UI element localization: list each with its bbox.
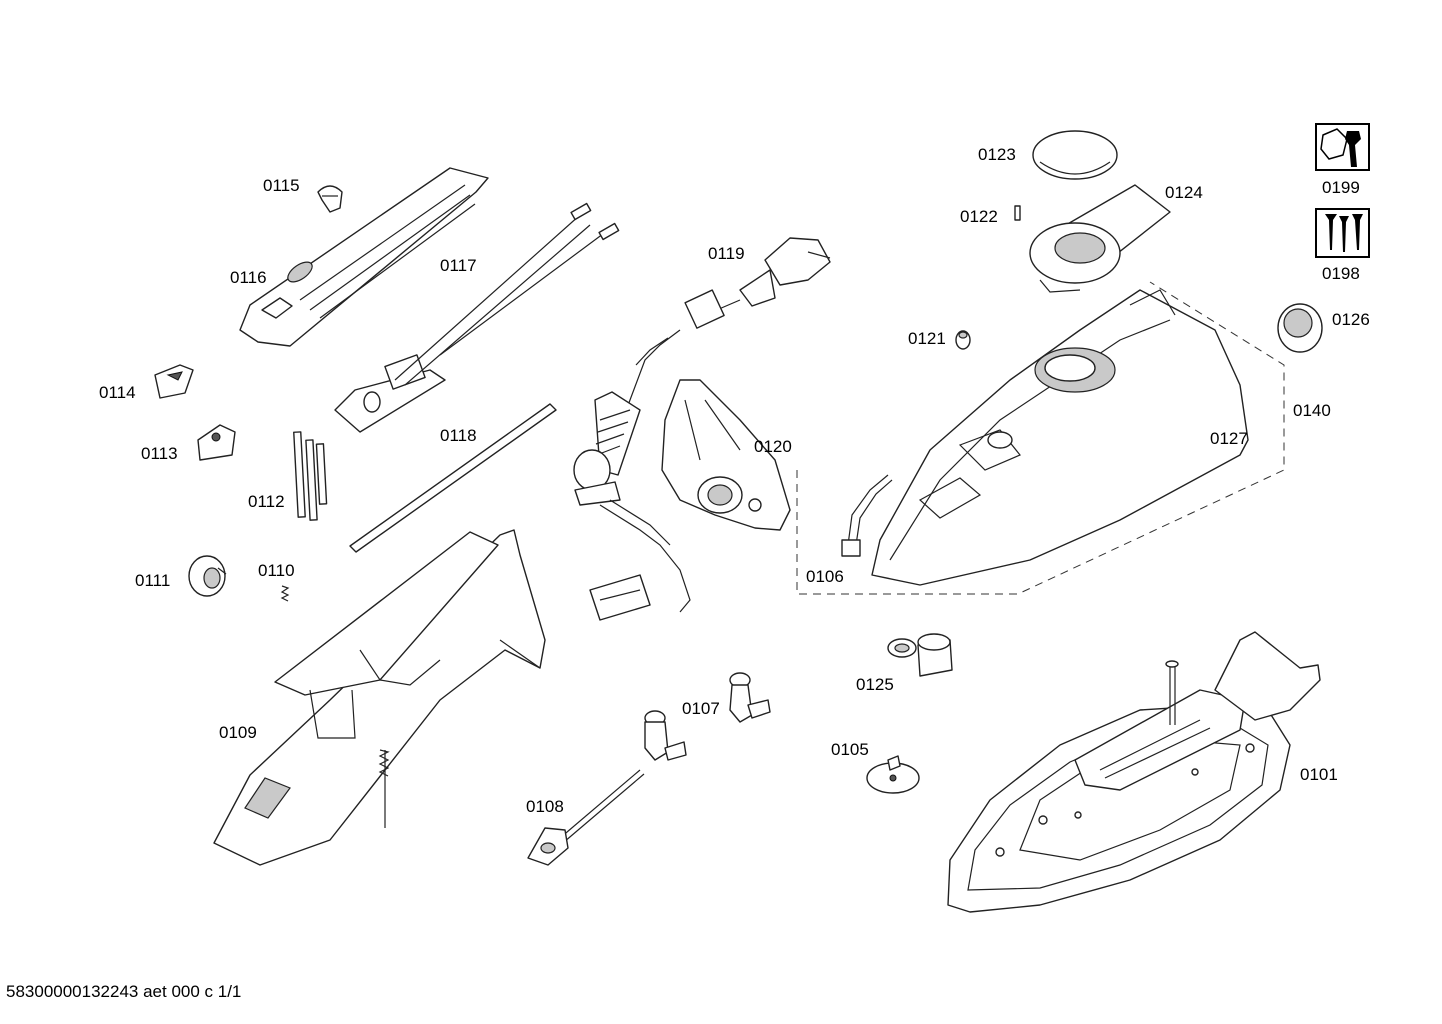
part-0114-button [154,364,194,399]
part-0109-rear-housing [213,529,546,866]
label-0123: 0123 [978,145,1016,164]
part-0125-valve [887,633,953,677]
part-0124-tank-lid [1029,184,1171,293]
part-0116-handle-cover [239,167,489,347]
label-0116: 0116 [230,268,267,287]
part-0105-plate [866,755,920,794]
label-0121: 0121 [908,329,946,348]
label-0125: 0125 [856,675,894,694]
label-0198: 0198 [1322,264,1360,283]
part-0110-spring [280,585,290,602]
part-0121-plug [955,330,971,350]
label-0118: 0118 [440,426,477,445]
part-0101-soleplate [947,631,1321,913]
label-0112: 0112 [248,492,285,511]
part-0122-screw [1014,205,1021,221]
assembly-outline [796,281,1285,595]
part-0112-rods [293,431,328,521]
label-0105: 0105 [831,740,869,759]
label-0127: 0127 [1210,429,1248,448]
label-0115: 0115 [263,176,300,195]
part-0111-knob [188,555,227,597]
label-0124: 0124 [1165,183,1203,202]
part-0120-rear-cover [661,379,791,531]
label-0109: 0109 [219,723,257,742]
part-0106-tube [841,474,893,557]
label-0113: 0113 [141,444,178,463]
label-0114: 0114 [99,383,136,402]
label-0111: 0111 [135,571,171,590]
label-0117: 0117 [440,256,477,275]
label-0110: 0110 [258,561,295,580]
label-0108: 0108 [526,797,564,816]
label-0120: 0120 [754,437,792,456]
label-0140: 0140 [1293,401,1331,420]
part-0118-rod [349,403,557,553]
part-0126-ring [1277,303,1323,353]
part-0123-cap [1032,130,1118,180]
part-0107-connectors [644,672,771,761]
part-0127-main-housing [871,289,1249,586]
part-0108-rod [527,769,645,866]
drawing-number-footer: 58300000132243 aet 000 c 1/1 [6,982,242,1001]
label-0199: 0199 [1322,178,1360,197]
label-0107: 0107 [682,699,720,718]
label-0126: 0126 [1332,310,1370,329]
part-0113-button [197,424,236,461]
part-0115-clip [317,185,343,213]
part-0117-wiring-board [334,202,620,433]
screws-icon [1315,208,1370,258]
label-0101: 0101 [1300,765,1338,784]
label-0106: 0106 [806,567,844,586]
part-0119-power-cord [573,237,831,621]
wrench-nut-icon [1315,123,1370,171]
label-0119: 0119 [708,244,745,263]
label-0122: 0122 [960,207,998,226]
